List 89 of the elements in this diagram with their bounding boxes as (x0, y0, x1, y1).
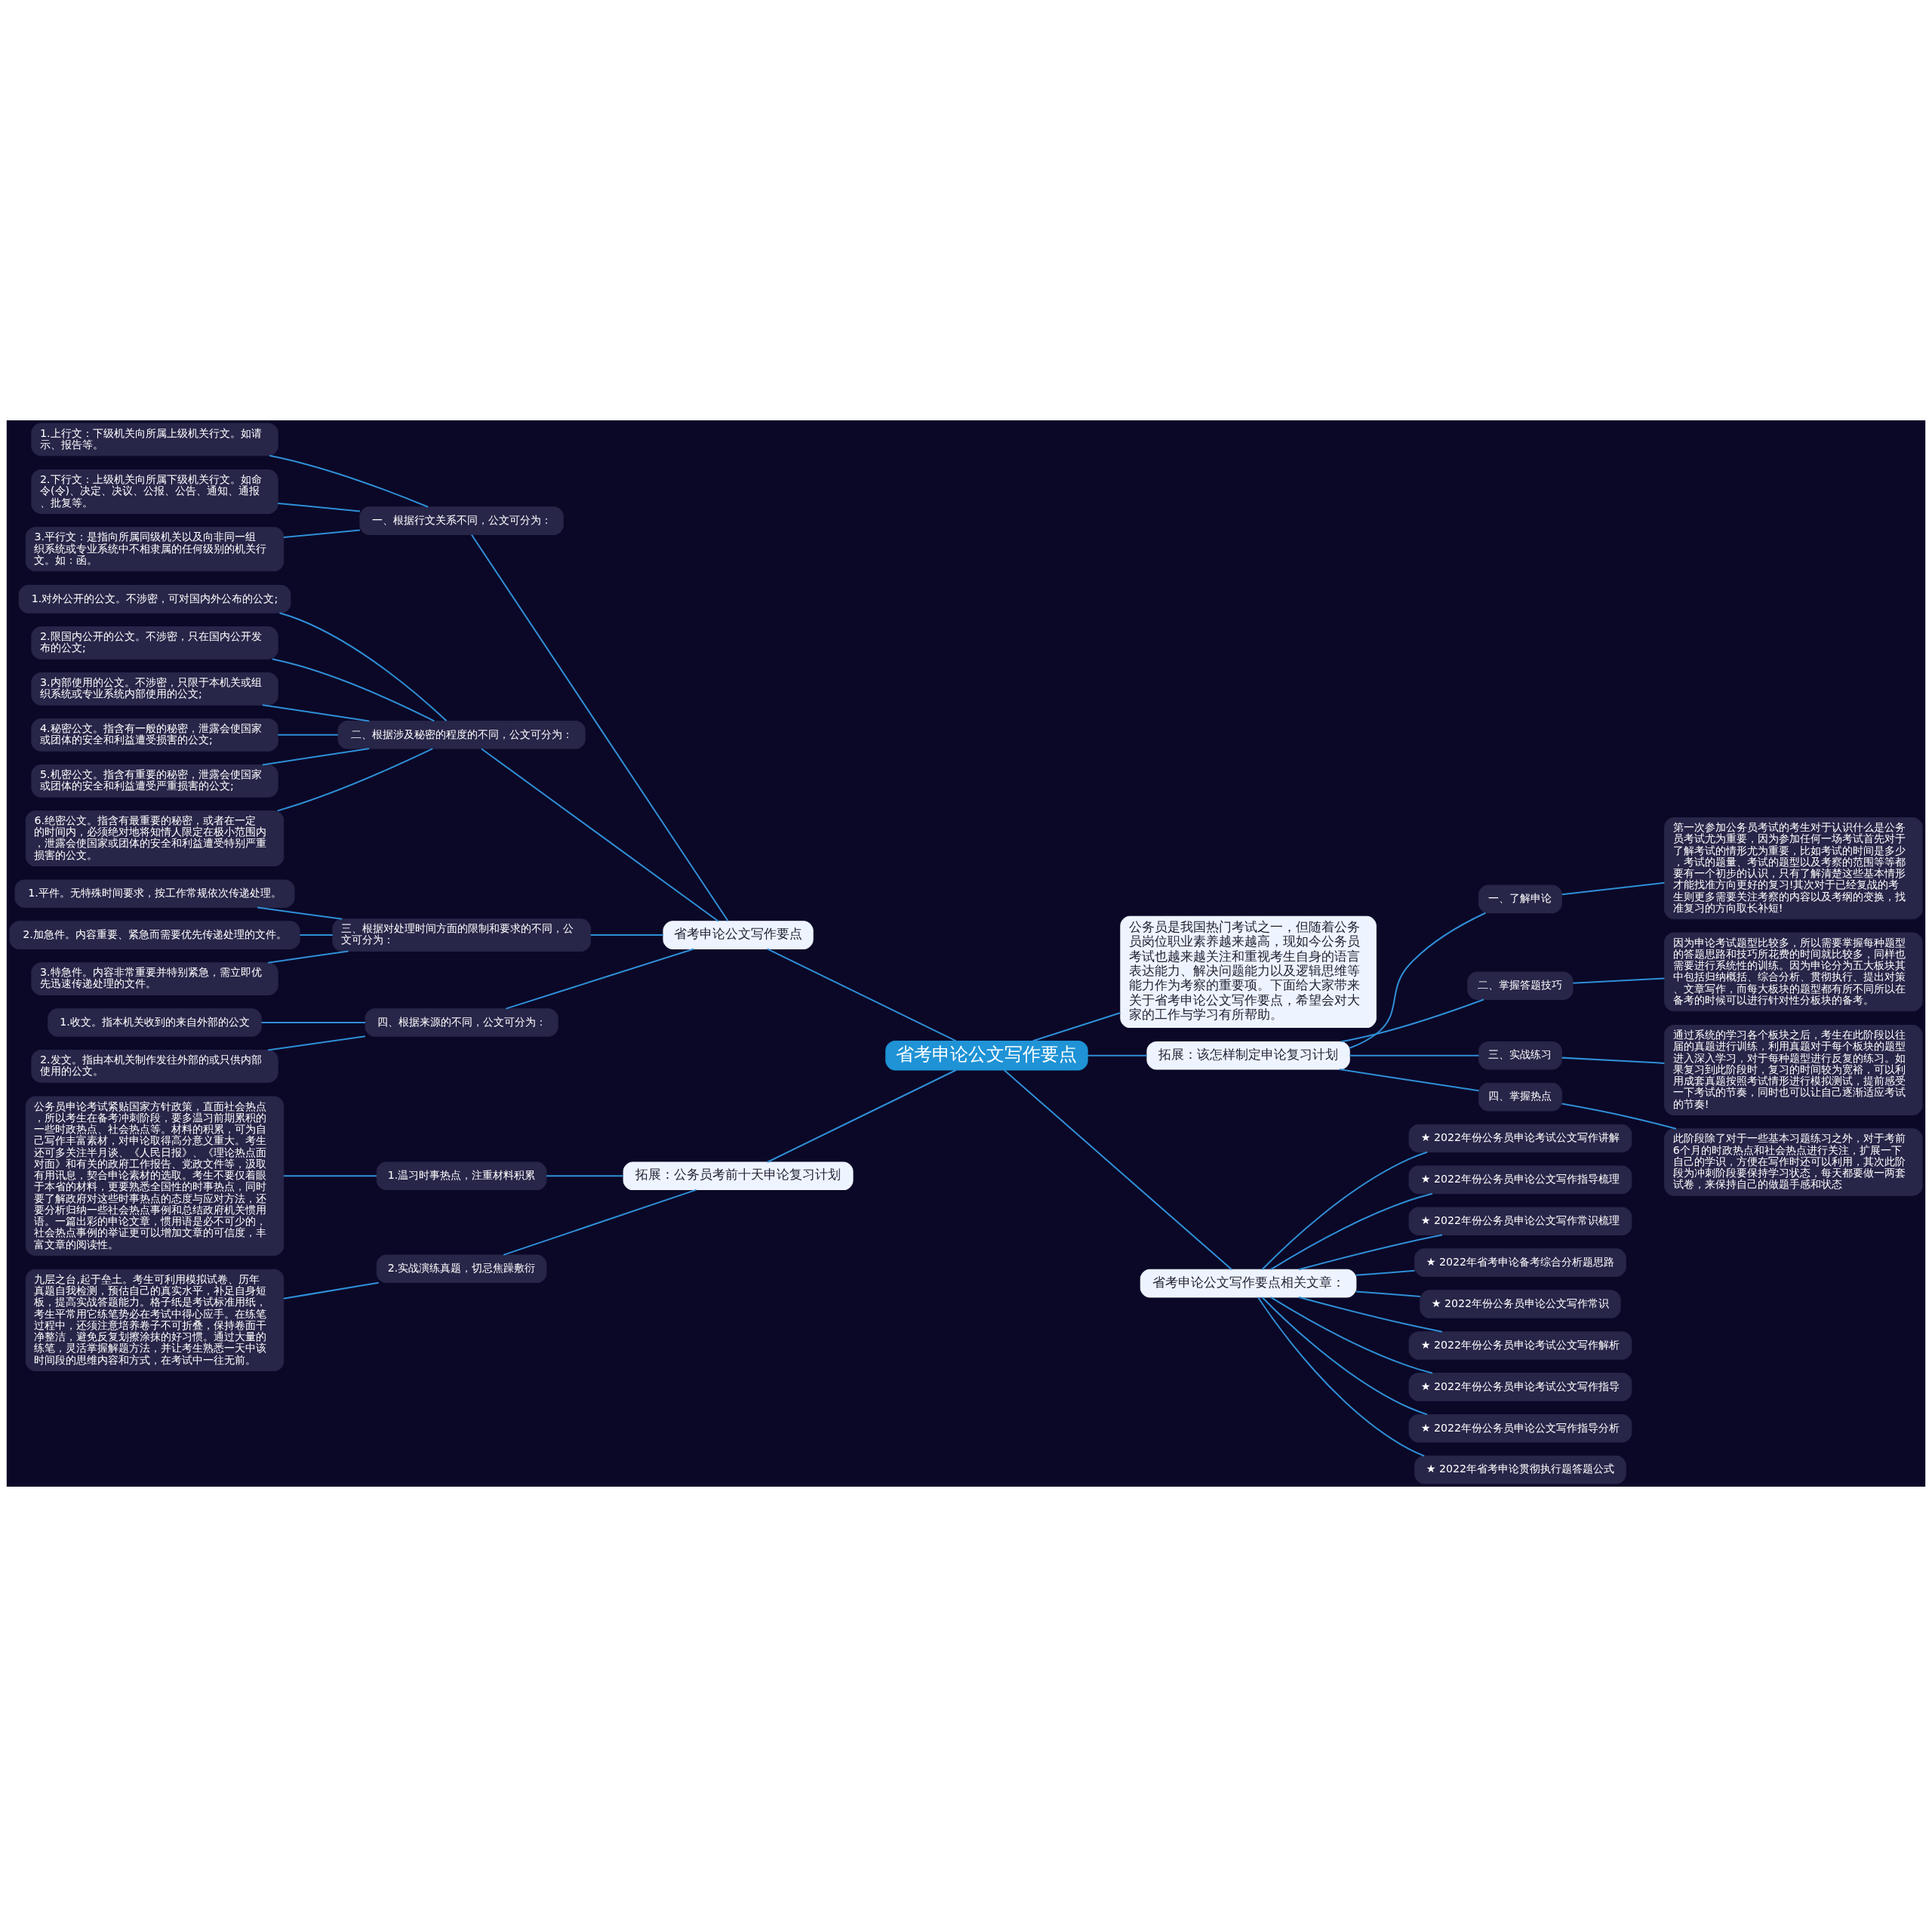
node-box: ★ 2022年份公务员申论考试公文写作指导 (1408, 1373, 1632, 1401)
connector (283, 529, 360, 538)
node-box: 2.下行文：上级机关向所属下级机关行文。如命令(令)、决定、决议、公报、公告、通知、通报、批复等。 (31, 469, 278, 514)
node-box: 1.温习时事热点，注重材料积累 (376, 1161, 547, 1191)
node-box: 三、根据对处理时间方面的限制和要求的不同，公文可分为： (332, 918, 591, 952)
node-box: 三、实战练习 (1478, 1041, 1562, 1070)
connector (262, 748, 370, 766)
node-box: 2.限国内公开的公文。不涉密，只在国内公开发布的公文; (31, 626, 278, 660)
connector (767, 1069, 957, 1163)
connector (767, 948, 957, 1042)
node-box: 3.平行文：是指向所属同级机关以及向非同一组织系统或专业系统中不相隶属的任何级别的机关行文。如：函。 (25, 527, 285, 572)
node-box: 二、根据涉及秘密的程度的不同，公文可分为： (337, 721, 586, 749)
node-box: ★ 2022年省考申论贯彻执行题答题公式 (1414, 1455, 1626, 1484)
connector (1270, 1192, 1433, 1270)
node-box: 一、了解申论 (1478, 884, 1562, 914)
connector (1355, 1269, 1415, 1276)
node-box: 拓展：该怎样制定申论复习计划 (1146, 1041, 1350, 1070)
connector (1261, 1151, 1428, 1271)
connector (1298, 1234, 1443, 1271)
node-box: 公务员申论考试紧贴国家方针政策，直面社会热点，所以考生在备考冲刺阶段，要多温习前期累积的一些时政热点、社会热点等。材料的积累，可为自己写作丰富素材，对申论取得高分意义重大。考生还可多关注半月谈、《人民日报》、《理论热点面对面》和有关的政府工作报告、党政文件等，汲取有用讯息，契合申论素材的选取。考生不要仅着眼于本省的材料，更要熟悉全国性的时事热点，同时要了解政府对这些时事热点的态度与应对方法，还要分析归纳一些社会热点事例和总结政府机关惯用语。一篇出彩的申论文章，惯用语是必不可少的，社会热点事例的举证更可以增加文章的可信度，丰富文章的阅读性。 (25, 1096, 285, 1256)
node-box: 省考申论公文写作要点相关文章： (1140, 1269, 1357, 1298)
node-box: ★ 2022年份公务员申论公文写作指导梳理 (1408, 1165, 1632, 1195)
connector (283, 1175, 377, 1177)
node-box: ★ 2022年份公务员申论公文写作常识梳理 (1408, 1207, 1632, 1236)
connector (268, 1035, 365, 1051)
connector (1349, 912, 1486, 1049)
node-box: 公务员是我国热门考试之一，但随着公务员岗位职业素养越来越高，现如今公务员考试也越来越关注和重视考生自身的语言表达能力、解决问题能力以及逻辑思维等能力作为考察的重要项。下面给大家带来关于省考申论公文写作要点，希望会对大家的工作与学习有所帮助。 (1120, 915, 1377, 1029)
connector (278, 734, 338, 736)
connector (1257, 1296, 1425, 1457)
connector (1573, 977, 1665, 984)
connector (481, 748, 719, 922)
connector (257, 906, 343, 920)
node-box: 此阶段除了对于一些基本习题练习之外，对于考前6个月的时政热点和社会热点进行关注，扩展一下自己的学识，方便在写作时还可以利用，其次此阶段为冲刺阶段要保持学习状态，每天都要做一两套试卷，来保持自己的做题手感和状态 (1664, 1128, 1923, 1196)
connector (262, 704, 370, 722)
connector (1003, 1069, 1232, 1270)
connector (300, 934, 333, 937)
connector (1561, 881, 1665, 896)
node-box: ★ 2022年份公务员申论公文写作常识 (1420, 1290, 1621, 1318)
connector (471, 534, 729, 922)
node-box: 第一次参加公务员考试的考生对于认识什么是公务员考试尤为重要，因为参加任何一场考试首先对于了解考试的情形尤为重要，比如考试的时间是多少，考试的题量、考试的题型以及考察的范围等等都要有一个初步的认识，只有了解清楚这些基本情形才能找准方向更好的复习!其次对于已经复战的考生则更多需要关注考察的内容以及考纲的变换，找准复习的方向取长补短! (1664, 817, 1923, 920)
connector (1270, 1296, 1433, 1374)
connector (1298, 1296, 1443, 1333)
connector (268, 950, 349, 964)
connector (279, 612, 448, 722)
connector (277, 748, 433, 812)
node-box: ★ 2022年省考申论备考综合分析题思路 (1414, 1248, 1626, 1277)
node-box: 1.对外公开的公文。不涉密，可对国内外公布的公文; (18, 585, 291, 614)
connector (546, 1175, 623, 1177)
node-box: 2.发文。指由本机关制作发往外部的或只供内部使用的公文。 (31, 1050, 278, 1083)
connector (1341, 998, 1484, 1043)
node-box: ★ 2022年份公务员申论考试公文写作解析 (1408, 1331, 1632, 1360)
node-box: 2.实战演练真题，切忌焦躁敷衍 (376, 1254, 547, 1284)
connector (1339, 1069, 1479, 1092)
node-box: 四、根据来源的不同，公文可分为： (365, 1008, 558, 1037)
node-box: 省考申论公文写作要点 (663, 921, 814, 949)
node-box: 1.收文。指本机关收到的来自外部的公文 (48, 1008, 262, 1037)
node-box: 二、掌握答题技巧 (1467, 971, 1574, 1000)
node-box: 1.上行文：下级机关向所属上级机关行文。如请示、报告等。 (31, 423, 278, 457)
node-box: 省考申论公文写作要点 (885, 1040, 1088, 1071)
node-box: 拓展：公务员考前十天申论复习计划 (623, 1161, 854, 1191)
node-box: 四、掌握热点 (1478, 1082, 1562, 1112)
node-box: 3.特急件。内容非常重要并特别紧急，需立即优先迅速传递处理的文件。 (31, 962, 278, 995)
connector (1561, 1057, 1665, 1064)
node-box: 6.绝密公文。指含有最重要的秘密，或者在一定的时间内，必须绝对地将知情人限定在极小范围内，泄露会使国家或团体的安全和利益遭受特别严重损害的公文。 (25, 810, 285, 867)
connector (272, 658, 435, 722)
node-box: 九层之台,起于垒土。考生可利用模拟试卷、历年真题自我检测，预估自己的真实水平，补足自身短板，提高实战答题能力。格子纸是考试标准用纸，考生平常用它练笔势必在考试中得心应手。在练笔过程中，还须注意培养卷子不可折叠，保持卷面干净整洁，避免反复划擦涂抹的好习惯。通过大量的练笔，灵活掌握解题方法，并让考生熟悉一天中该时间段的思维内容和方式，在考试中一往无前。 (25, 1269, 285, 1371)
node-box: 通过系统的学习各个板块之后，考生在此阶段以往届的真题进行训练，利用真题对于每个板块的题型进入深入学习，对于每种题型进行反复的练习。如果复习到此阶段时，复习的时间较为宽裕，可以利用成套真题按照考试情形进行模拟测试，提前感受一下考试的节奏，同时也可以让自己逐渐适应考试的节奏! (1664, 1025, 1923, 1115)
connector (1561, 1103, 1677, 1130)
connector (283, 1281, 379, 1300)
connector (269, 454, 429, 508)
connector (1088, 1054, 1147, 1057)
node-box: 5.机密公文。指含有重要的秘密，泄露会使国家或团体的安全和利益遭受严重损害的公文; (31, 764, 278, 798)
node-box: ★ 2022年份公务员申论考试公文写作讲解 (1408, 1124, 1632, 1153)
node-box: 1.平件。无特殊时间要求，按工作常规依次传递处理。 (14, 879, 295, 908)
node-box: 一、根据行文关系不同，公文可分为： (359, 506, 564, 535)
connector (261, 1021, 365, 1023)
connector (1355, 1290, 1420, 1297)
connector (1261, 1296, 1428, 1416)
connector (590, 934, 663, 937)
node-box: ★ 2022年份公务员申论公文写作指导分析 (1408, 1413, 1632, 1443)
node-box: 3.内部使用的公文。不涉密，只限于本机关或组织系统或专业系统内部使用的公文; (31, 672, 278, 706)
node-box: 2.加急件。内容重要、紧急而需要优先传递处理的文件。 (9, 921, 300, 949)
connector (278, 503, 360, 512)
connector (503, 1189, 697, 1256)
connector (1349, 1054, 1479, 1057)
connector (1032, 1012, 1121, 1042)
node-box: 因为申论考试题型比较多，所以需要掌握每种题型的答题思路和技巧所花费的时间就比较多，同样也需要进行系统性的训练。因为申论分为五大板块其中包括归纳概括、综合分析、贯彻执行、提出对策、文章写作，而每大板块的题型都有所不同所以在备考的时候可以进行针对性分板块的备考。 (1664, 932, 1923, 1012)
connector (506, 948, 694, 1010)
node-box: 4.秘密公文。指含有一般的秘密，泄露会使国家或团体的安全和利益遭受损害的公文; (31, 718, 278, 752)
